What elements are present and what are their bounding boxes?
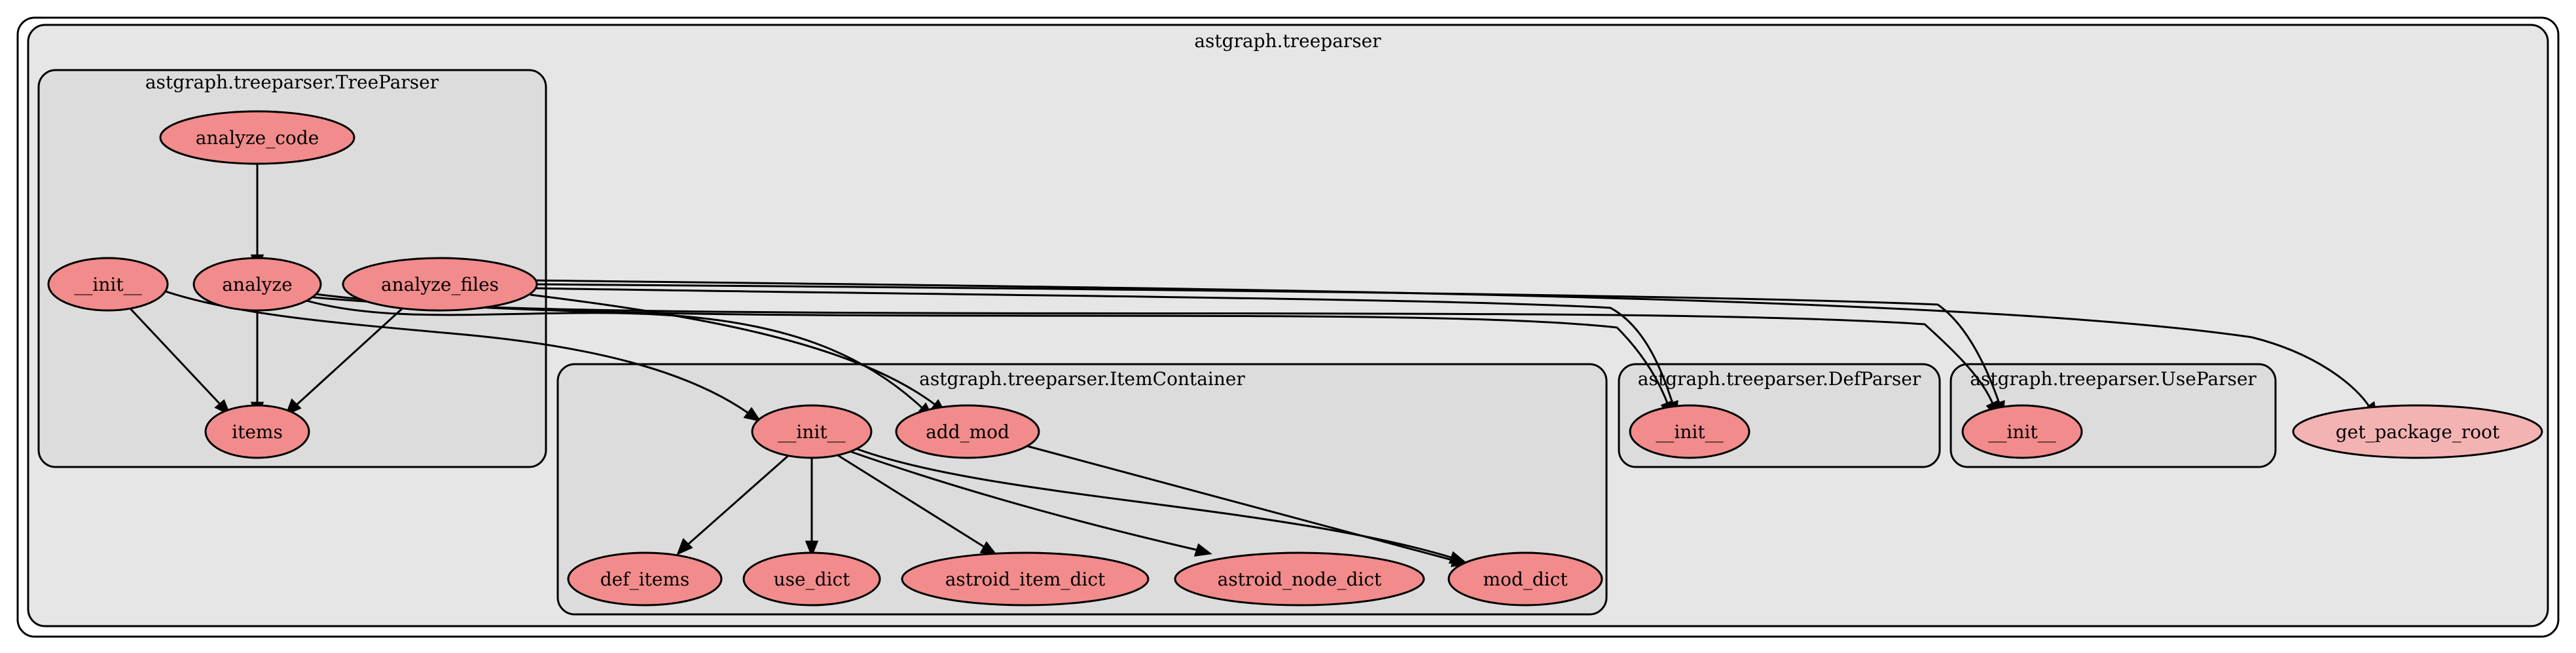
edge-ic-init-to-def-items — [676, 454, 789, 555]
node-label: __init__ — [778, 421, 845, 443]
node-treeparser-analyze-code[interactable]: analyze_code — [159, 110, 355, 165]
node-useparser-init[interactable]: __init__ — [1961, 404, 2083, 459]
node-itemcontainer-mod-dict[interactable]: mod_dict — [1447, 551, 1603, 606]
edge-ic-init-to-astroid-item-dict — [836, 453, 998, 557]
node-label: __init__ — [1656, 421, 1723, 443]
node-label: analyze — [222, 274, 293, 295]
node-label: items — [232, 421, 283, 443]
node-treeparser-items[interactable]: items — [204, 404, 310, 459]
node-itemcontainer-use-dict[interactable]: use_dict — [742, 551, 881, 606]
node-itemcontainer-astroid-item-dict[interactable]: astroid_item_dict — [901, 551, 1150, 606]
node-label: analyze_files — [381, 274, 499, 295]
node-treeparser-init[interactable]: __init__ — [47, 257, 169, 312]
cluster-label-treeparser-class: astgraph.treeparser.TreeParser — [145, 71, 439, 93]
node-itemcontainer-astroid-node-dict[interactable]: astroid_node_dict — [1174, 551, 1425, 606]
node-label: add_mod — [926, 421, 1009, 443]
edge-ic-init-to-use-dict — [805, 455, 819, 558]
node-label: __init__ — [74, 274, 141, 295]
node-treeparser-analyze-files[interactable]: analyze_files — [342, 257, 538, 312]
node-itemcontainer-init[interactable]: __init__ — [751, 404, 873, 459]
cluster-label-defparser-class: astgraph.treeparser.DefParser — [1638, 368, 1921, 390]
cluster-label-itemcontainer-class: astgraph.treeparser.ItemContainer — [919, 368, 1245, 390]
node-label: astroid_item_dict — [945, 569, 1106, 590]
node-label: def_items — [600, 569, 690, 590]
node-label: use_dict — [774, 569, 851, 590]
node-label: get_package_root — [2336, 421, 2500, 443]
node-label: analyze_code — [196, 127, 319, 149]
node-itemcontainer-add-mod[interactable]: add_mod — [895, 404, 1040, 459]
node-get-package-root[interactable]: get_package_root — [2292, 404, 2543, 459]
node-defparser-init[interactable]: __init__ — [1629, 404, 1751, 459]
node-treeparser-analyze[interactable]: analyze — [192, 257, 322, 312]
node-itemcontainer-def-items[interactable]: def_items — [567, 551, 723, 606]
node-label: __init__ — [1988, 421, 2056, 443]
cluster-label-useparser-class: astgraph.treeparser.UseParser — [1970, 368, 2257, 390]
node-label: astroid_node_dict — [1218, 569, 1382, 590]
cluster-label-treeparser-module: astgraph.treeparser — [1194, 30, 1381, 52]
node-label: mod_dict — [1483, 569, 1568, 590]
edge-ic-init-to-astroid-node-dict — [847, 449, 1212, 557]
